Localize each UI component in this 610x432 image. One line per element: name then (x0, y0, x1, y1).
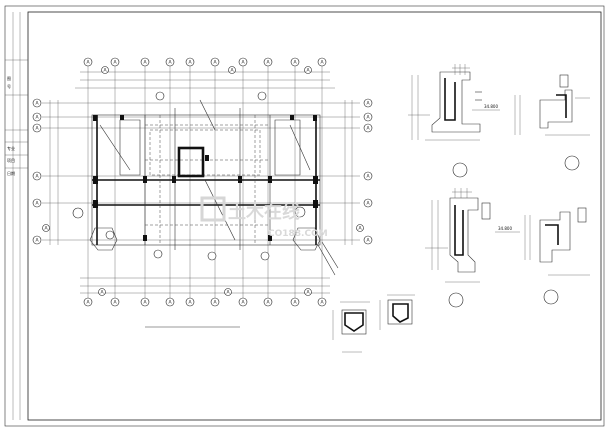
title-block-text-3: 专业 (7, 145, 15, 151)
title-block: 图 号 专业 项目 日期 (5, 12, 28, 420)
axis-top-7: A (242, 60, 246, 66)
axis-bottom-8: A (267, 300, 271, 306)
axis-bottom-4: A (169, 300, 173, 306)
axis-top-13: A (307, 68, 311, 74)
axis-bottom-6: A (214, 300, 218, 306)
axis-bottom-5: A (189, 300, 193, 306)
watermark-url: CO188.COM (268, 229, 328, 239)
axis-right-2: A (367, 115, 371, 121)
detail-marker-1 (452, 162, 468, 178)
axis-left-2: A (36, 115, 40, 121)
axis-top-11: A (104, 68, 108, 74)
axis-top-12: A (231, 68, 235, 74)
axis-right-4: A (367, 174, 371, 180)
bottom-axis-bubbles: A A A A A A A A A A A A A (83, 288, 327, 307)
axis-left-4: A (36, 174, 40, 180)
axis-right-5: A (367, 201, 371, 207)
detail-section-1: 34.800 (408, 64, 500, 178)
section-elevation-label-1: 34.800 (484, 104, 498, 109)
axis-left-7: A (45, 226, 49, 232)
bay-window-left (89, 227, 118, 251)
watermark-brand: 土木在线 (228, 201, 300, 223)
axis-bottom-10: A (321, 300, 325, 306)
axis-left-6: A (36, 238, 40, 244)
axis-left-1: A (36, 101, 40, 107)
core-box (177, 146, 205, 178)
bay-window-right (292, 227, 321, 251)
drawing-frame (27, 11, 602, 421)
axis-right-6: A (367, 238, 371, 244)
axis-right-7: A (359, 226, 363, 232)
floor-plan (42, 66, 360, 328)
top-axis-bubbles: A A A A A A A A A A A A A (83, 57, 327, 74)
axis-right-3: A (367, 126, 371, 132)
axis-bottom-7: A (242, 300, 246, 306)
right-axis-bubbles: A A A A A A A (356, 98, 373, 245)
title-block-text-4: 项目 (7, 157, 15, 163)
axis-top-3: A (144, 60, 148, 66)
axis-top-9: A (294, 60, 298, 66)
watermark: 土木在线 CO188.COM (200, 196, 328, 239)
detail-marker-2 (564, 155, 580, 171)
title-block-text-1: 图 (7, 75, 11, 81)
axis-left-3: A (36, 126, 40, 132)
axis-bottom-1: A (87, 300, 91, 306)
plan-walls (91, 99, 321, 250)
axis-top-6: A (214, 60, 218, 66)
axis-top-1: A (87, 60, 91, 66)
detail-section-2 (514, 74, 590, 171)
axis-top-4: A (169, 60, 173, 66)
axis-top-10: A (321, 60, 325, 66)
detail-marker-3 (448, 292, 464, 308)
axis-bottom-3: A (144, 300, 148, 306)
axis-bottom-11: A (101, 290, 105, 296)
axis-bottom-9: A (294, 300, 298, 306)
axis-top-5: A (189, 60, 193, 66)
title-block-text-5: 日期 (7, 170, 15, 176)
axis-top-2: A (114, 60, 118, 66)
axis-top-8: A (267, 60, 271, 66)
axis-bottom-12: A (227, 290, 231, 296)
axis-left-5: A (36, 201, 40, 207)
column-detail-1 (332, 301, 370, 353)
title-block-text-2: 号 (7, 83, 11, 89)
detail-section-3 (425, 188, 491, 308)
axis-right-1: A (367, 101, 371, 107)
detail-section-4: 34.800 (495, 207, 590, 305)
detail-marker-4 (543, 289, 559, 305)
left-axis-bubbles: A A A A A A A (32, 98, 50, 245)
column-detail-2 (379, 294, 415, 330)
plan-columns (93, 115, 318, 241)
section-elevation-label-2: 34.800 (498, 226, 512, 231)
axis-bottom-13: A (307, 290, 311, 296)
axis-bottom-2: A (114, 300, 118, 306)
sheet-border (4, 5, 605, 427)
vertical-grid-lines (87, 66, 323, 300)
